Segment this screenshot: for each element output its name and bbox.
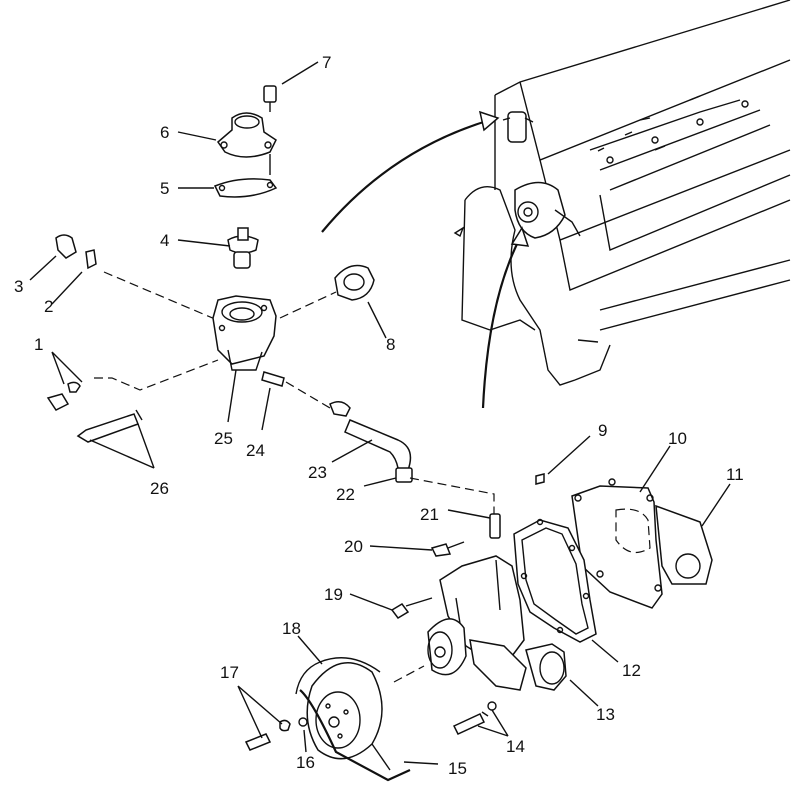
- arrow-head-lower: [510, 226, 530, 247]
- callout-1: 1: [34, 335, 43, 354]
- thermostat-assembly: [46, 85, 495, 520]
- callout-2: 2: [44, 297, 53, 316]
- leader-lines: [29, 61, 731, 765]
- callout-15: 15: [448, 759, 467, 778]
- callout-13: 13: [596, 705, 615, 724]
- callout-19: 19: [324, 585, 343, 604]
- callout-25: 25: [214, 429, 233, 448]
- callout-17: 17: [220, 663, 239, 682]
- callout-14: 14: [506, 737, 525, 756]
- callout-16: 16: [296, 753, 315, 772]
- pointer-arrow-upper: [321, 118, 491, 233]
- callout-11: 11: [726, 465, 744, 484]
- callout-7: 7: [322, 53, 331, 72]
- callout-24: 24: [246, 441, 265, 460]
- callout-5: 5: [160, 179, 169, 198]
- pointer-arrow-lower: [481, 237, 521, 409]
- callout-18: 18: [282, 619, 301, 638]
- callout-numbers: 1 2 3 4 5 6 7 8 9 10 11 12 13 14 15 16 1…: [14, 53, 744, 778]
- callout-10: 10: [668, 429, 687, 448]
- callout-23: 23: [308, 463, 327, 482]
- callout-22: 22: [336, 485, 355, 504]
- arrow-head-upper: [478, 110, 500, 132]
- callout-6: 6: [160, 123, 169, 142]
- callout-12: 12: [622, 661, 641, 680]
- callout-20: 20: [344, 537, 363, 556]
- callout-8: 8: [386, 335, 395, 354]
- callout-9: 9: [598, 421, 607, 440]
- callout-4: 4: [160, 231, 169, 250]
- water-pump-assembly: [244, 473, 713, 782]
- engine-block: [453, 0, 791, 386]
- callout-21: 21: [420, 505, 439, 524]
- callout-26: 26: [150, 479, 169, 498]
- callout-3: 3: [14, 277, 23, 296]
